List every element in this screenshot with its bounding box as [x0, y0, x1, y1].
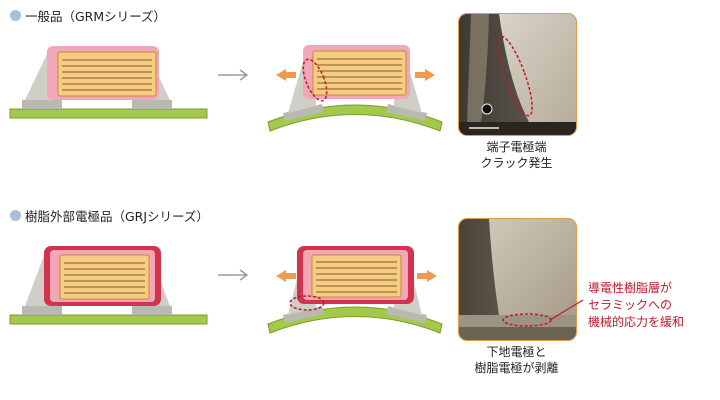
ceramic-body: [312, 50, 407, 96]
crack-highlight: [302, 58, 328, 102]
resin-annotation-line-3: 機械的応力を緩和: [588, 315, 685, 329]
grm-bent-chip: [267, 45, 443, 132]
bullet-dot-icon: [10, 10, 21, 21]
grj-flat-chip: [9, 246, 208, 325]
grm-caption-line-2: クラック発生: [480, 156, 553, 170]
land-pad: [283, 104, 324, 121]
land-pad: [132, 100, 172, 109]
grm-crack-photo: [458, 13, 577, 136]
force-arrow-right-icon: [417, 270, 437, 282]
section-title-grj: 樹脂外部電極品（GRJシリーズ）: [10, 206, 209, 225]
resin-annotation: 導電性樹脂層が セラミックへの 機械的応力を緩和: [588, 280, 684, 331]
land-pad: [132, 306, 172, 315]
micrograph-image: [459, 14, 576, 135]
resin-annotation-line-2: セラミックへの: [588, 298, 673, 312]
peel-highlight: [289, 295, 325, 311]
bullet-dot-icon: [10, 210, 21, 221]
force-arrow-left-icon: [276, 270, 296, 282]
land-pad: [386, 104, 427, 121]
grj-bent-chip: [267, 246, 443, 334]
section-title-grm-text: 一般品（GRMシリーズ）: [25, 9, 167, 24]
ceramic-body: [57, 51, 157, 97]
flow-arrow-icon: [218, 69, 249, 81]
section-title-grm: 一般品（GRMシリーズ）: [10, 6, 166, 25]
grm-diagram: [9, 45, 443, 132]
land-pad: [22, 306, 62, 315]
grm-caption: 端子電極端 クラック発生: [458, 139, 575, 171]
resin-annotation-line-1: 導電性樹脂層が: [588, 281, 673, 295]
ceramic-body: [59, 254, 150, 300]
grj-caption-line-2: 樹脂電極が剥離: [474, 361, 559, 375]
grm-caption-line-1: 端子電極端: [486, 140, 547, 154]
flow-arrow-icon: [218, 269, 249, 281]
micrograph-image: [459, 219, 576, 340]
land-pad: [386, 306, 427, 323]
grm-flat-chip: [9, 46, 208, 119]
grj-caption: 下地電極と 樹脂電極が剥離: [458, 344, 575, 376]
grj-caption-line-1: 下地電極と: [486, 345, 547, 359]
grj-peel-photo: [458, 218, 577, 341]
section-title-grj-text: 樹脂外部電極品（GRJシリーズ）: [25, 209, 209, 224]
pcb-board: [9, 108, 208, 119]
land-pad: [283, 306, 324, 323]
pcb-board: [9, 314, 208, 325]
force-arrow-right-icon: [415, 69, 435, 81]
land-pad: [22, 100, 62, 109]
force-arrow-left-icon: [276, 69, 296, 81]
grj-diagram: [9, 246, 443, 334]
